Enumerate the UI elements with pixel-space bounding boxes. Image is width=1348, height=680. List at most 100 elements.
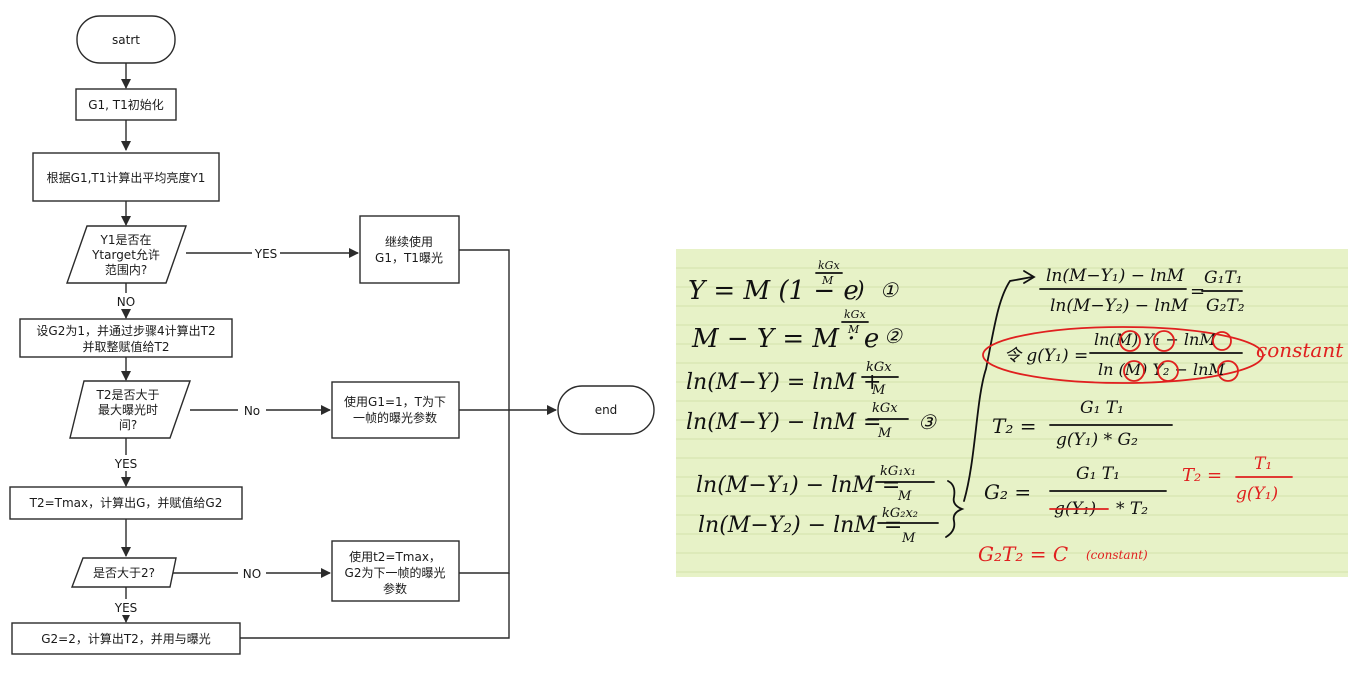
curly-brace-mark xyxy=(945,480,965,538)
label-d3-no: NO xyxy=(243,567,261,581)
flow-connectors xyxy=(121,63,557,639)
edge-g2-bus xyxy=(240,573,510,639)
label-d2-yes: YES xyxy=(114,457,138,471)
node-init[interactable]: G1, T1初始化 xyxy=(75,88,177,121)
edge-uset2-bus xyxy=(459,410,510,574)
eq1-tail: ) xyxy=(855,278,865,303)
eq1-exp-den: M xyxy=(821,274,834,287)
node-tmax[interactable]: T2=Tmax，计算出G，并赋值给G2 xyxy=(9,486,243,520)
eq1-exp-num: kGx xyxy=(818,259,840,272)
node-set-g2-line2: 并取整赋值给T2 xyxy=(83,339,170,354)
t2-red-den: g(Y₁) xyxy=(1236,484,1278,504)
eq6-num: kG₂x₂ xyxy=(882,506,918,521)
node-keep[interactable]: 继续使用 G1，T1曝光 xyxy=(359,215,460,284)
eq4-lhs: ln(M−Y) − lnM = xyxy=(686,410,881,435)
t2-num: G₁ T₁ xyxy=(1080,398,1124,418)
ratio-rhs-num: G₁T₁ xyxy=(1204,268,1243,288)
notes-canvas: Y = M (1 − e kGx M ) ① M − Y = M · e kGx… xyxy=(676,259,1348,573)
node-end-label: end xyxy=(595,403,618,417)
node-keep-line2: G1，T1曝光 xyxy=(375,251,443,265)
node-use-t2-line1: 使用t2=Tmax， xyxy=(349,549,441,564)
ratio-rhs-den: G₂T₂ xyxy=(1206,296,1245,316)
t2-den: g(Y₁) * G₂ xyxy=(1056,430,1138,450)
ratio-eq: = xyxy=(1190,281,1205,302)
t2-lhs: T₂ = xyxy=(992,414,1036,438)
label-d3-yes: YES xyxy=(114,601,138,615)
node-start[interactable]: satrt xyxy=(76,15,176,64)
node-decision2[interactable]: T2是否大于 最大曝光时 间? xyxy=(69,380,191,439)
node-start-label: satrt xyxy=(112,33,140,47)
product-text: G₂T₂ = C xyxy=(978,542,1068,566)
constant-note: constant xyxy=(1256,338,1344,362)
node-set-g2[interactable]: 设G2为1，并通过步骤4计算出T2 并取整赋值给T2 xyxy=(19,318,233,358)
node-decision1-line3: 范围内? xyxy=(105,263,147,277)
t2-red-lhs: T₂ = xyxy=(1182,465,1222,486)
edge-labels: YES NO No YES NO YES xyxy=(112,245,280,615)
t2-red-equation: T₂ = T₁ g(Y₁) xyxy=(1182,454,1293,504)
ratio-equation: ln(M−Y₁) − lnM ln(M−Y₂) − lnM = G₁T₁ G₂T… xyxy=(1039,266,1245,316)
handwritten-notes-panel: Y = M (1 − e kGx M ) ① M − Y = M · e kGx… xyxy=(676,249,1348,577)
eq3-lhs: ln(M−Y) = lnM + xyxy=(686,370,881,395)
connector-arrowhead xyxy=(1023,270,1036,284)
equation-6: ln(M−Y₂) − lnM = kG₂x₂ M xyxy=(698,506,939,546)
g2-equation: G₂ = G₁ T₁ g(Y₁) * T₂ xyxy=(984,464,1167,519)
eq2-marker: ② xyxy=(884,324,903,348)
node-use-t2-line2: G2为下一帧的曝光 xyxy=(345,565,446,580)
ratio-den: ln(M−Y₂) − lnM xyxy=(1050,296,1189,316)
t2-equation: T₂ = G₁ T₁ g(Y₁) * G₂ xyxy=(992,398,1173,450)
eq2-text: M − Y = M · e xyxy=(691,324,879,354)
node-use-g1-line1: 使用G1=1，T为下 xyxy=(344,394,446,409)
label-d1-yes: YES xyxy=(254,247,278,261)
node-decision2-line1: T2是否大于 xyxy=(96,388,160,402)
node-decision1-line2: Ytarget允许 xyxy=(91,247,160,262)
node-decision1[interactable]: Y1是否在 Ytarget允许 范围内? xyxy=(66,225,187,284)
node-decision3[interactable]: 是否大于2? xyxy=(70,557,177,588)
eq5-den: M xyxy=(897,489,912,504)
node-decision1-line1: Y1是否在 xyxy=(100,233,152,247)
node-decision2-line3: 间? xyxy=(119,418,137,432)
t2-red-num: T₁ xyxy=(1254,454,1272,474)
eq1-marker: ① xyxy=(880,278,899,302)
connector-stroke xyxy=(963,276,1033,502)
node-calc-y1[interactable]: 根据G1,T1计算出平均亮度Y1 xyxy=(32,152,220,202)
node-end[interactable]: end xyxy=(557,385,655,435)
g-def-num: ln(M) Y₁ − lnM xyxy=(1094,330,1216,349)
node-keep-line1: 继续使用 xyxy=(385,234,433,249)
node-g2-two-label: G2=2，计算出T2，并用与曝光 xyxy=(41,631,211,646)
g-definition-red-ellipse xyxy=(982,326,1264,384)
node-set-g2-line1: 设G2为1，并通过步骤4计算出T2 xyxy=(36,323,215,338)
eq3-den: M xyxy=(871,383,886,398)
eq5-num: kG₁x₁ xyxy=(880,464,916,479)
g-definition: 令 g(Y₁) = ln(M) Y₁ − lnM ln (M) Y₂ − lnM… xyxy=(982,326,1344,384)
eq6-lhs: ln(M−Y₂) − lnM = xyxy=(698,513,902,538)
g-def-den: ln (M) Y₂ − lnM xyxy=(1098,360,1225,379)
equation-5: ln(M−Y₁) − lnM = kG₁x₁ M xyxy=(696,464,935,504)
equation-1: Y = M (1 − e kGx M ) ① xyxy=(688,259,899,306)
node-use-g1[interactable]: 使用G1=1，T为下 一帧的曝光参数 xyxy=(331,381,460,439)
label-d2-no: No xyxy=(244,404,260,418)
ratio-num: ln(M−Y₁) − lnM xyxy=(1046,266,1185,286)
eq2-exp-num: kGx xyxy=(844,308,866,321)
g2-den-rest: * T₂ xyxy=(1116,499,1148,519)
exposure-flowchart: satrt G1, T1初始化 根据G1,T1计算出平均亮度Y1 Y1是否在 Y… xyxy=(9,15,655,655)
equation-4: ln(M−Y) − lnM = kGx M ③ xyxy=(686,401,937,441)
eq4-num: kGx xyxy=(872,401,898,416)
equation-2: M − Y = M · e kGx M ② xyxy=(691,308,903,354)
g-def-lhs: 令 g(Y₁) = xyxy=(1004,346,1088,366)
node-use-t2[interactable]: 使用t2=Tmax， G2为下一帧的曝光 参数 xyxy=(331,540,460,602)
equation-3: ln(M−Y) = lnM + kGx M xyxy=(686,360,899,398)
product-equation: G₂T₂ = C (constant) xyxy=(978,542,1148,566)
eq5-lhs: ln(M−Y₁) − lnM = xyxy=(696,473,900,498)
ruled-lines xyxy=(676,267,1348,573)
eq6-den: M xyxy=(901,531,916,546)
eq4-marker: ③ xyxy=(918,410,937,434)
product-paren: (constant) xyxy=(1086,548,1148,562)
eq2-exp-den: M xyxy=(847,323,860,336)
node-calc-y1-label: 根据G1,T1计算出平均亮度Y1 xyxy=(47,170,206,185)
node-use-g1-line2: 一帧的曝光参数 xyxy=(353,410,437,425)
g2-num: G₁ T₁ xyxy=(1076,464,1120,484)
node-decision2-line2: 最大曝光时 xyxy=(98,403,158,417)
node-g2-two[interactable]: G2=2，计算出T2，并用与曝光 xyxy=(11,622,241,655)
node-decision3-label: 是否大于2? xyxy=(93,566,155,580)
